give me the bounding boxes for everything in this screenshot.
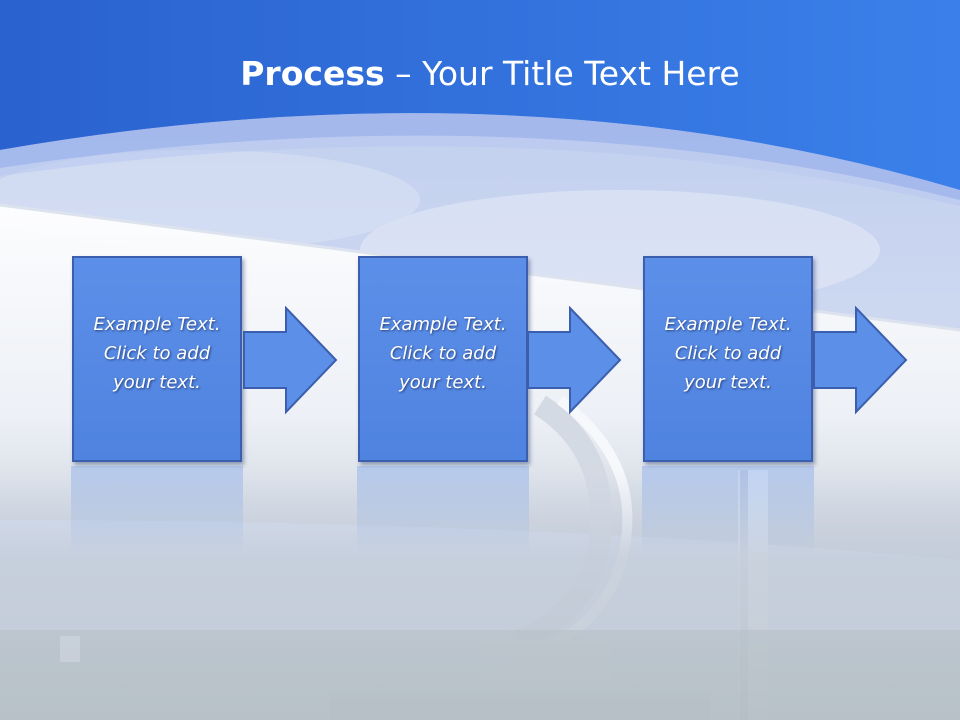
step-reflection — [71, 466, 243, 556]
step-box — [358, 256, 528, 462]
step-box — [643, 256, 813, 462]
step-box — [72, 256, 242, 462]
step-reflection — [642, 466, 814, 556]
right-arrow-icon — [243, 306, 338, 415]
process-step-3[interactable]: Example Text. Click to add your text. — [643, 256, 813, 462]
slide-title[interactable]: Process – Your Title Text Here — [0, 52, 960, 96]
step-text: Example Text. Click to add your text. — [93, 314, 221, 393]
process-step-2[interactable]: Example Text. Click to add your text. — [358, 256, 528, 462]
step-reflection — [357, 466, 529, 556]
title-bold: Process — [240, 54, 385, 93]
right-arrow-icon — [813, 306, 908, 415]
step-text: Example Text. Click to add your text. — [664, 314, 792, 393]
title-text: – Your Title Text Here — [384, 54, 740, 93]
process-step-1[interactable]: Example Text. Click to add your text. — [72, 256, 242, 462]
step-text: Example Text. Click to add your text. — [379, 314, 507, 393]
right-arrow-icon — [527, 306, 622, 415]
